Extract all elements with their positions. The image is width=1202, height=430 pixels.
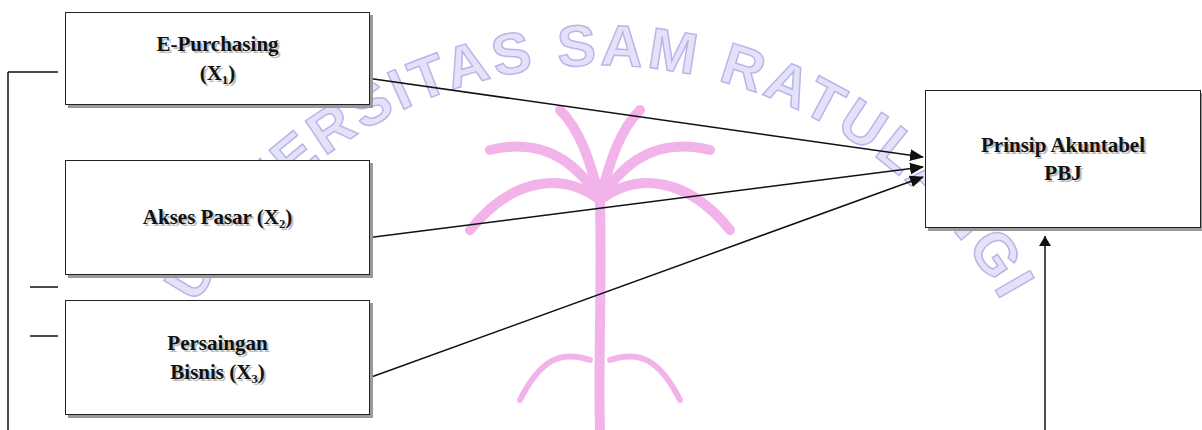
variable-box: Prinsip Akuntabel PBJ	[925, 90, 1201, 228]
variable-box: Akses Pasar (X₂)	[65, 160, 370, 275]
variable-box: Persaingan Bisnis (X₃)	[65, 300, 370, 415]
variable-label: Akses Pasar (X₂)	[143, 203, 292, 231]
variable-box: E-Purchasing (X₁)	[65, 12, 370, 105]
influence-arrow	[370, 177, 923, 378]
variable-label: E-Purchasing (X₁)	[138, 30, 298, 87]
variable-label: Prinsip Akuntabel PBJ	[981, 131, 1146, 188]
variable-label: Persaingan Bisnis (X₃)	[143, 329, 293, 386]
influence-arrow	[370, 167, 923, 238]
influence-arrow	[370, 79, 923, 158]
palm-tree-watermark	[470, 110, 730, 430]
